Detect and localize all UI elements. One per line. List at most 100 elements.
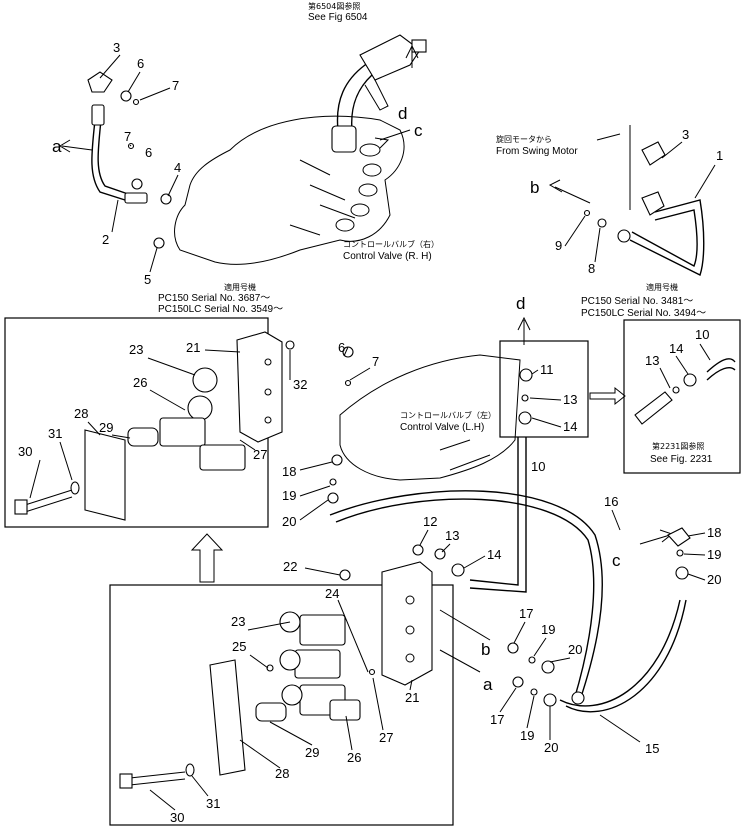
callout-8: 8 [588, 261, 595, 276]
callout-3: 3 [682, 127, 689, 142]
callout-6: 6 [137, 56, 144, 71]
control-valve-lh [327, 346, 521, 504]
callout-31: 31 [206, 796, 220, 811]
callout-16: 16 [604, 494, 618, 509]
note-cv-lh-en: Control Valve (L.H) [400, 422, 484, 433]
hoses-15-16 [329, 490, 691, 713]
callout-23: 23 [129, 342, 143, 357]
callout-4: 4 [174, 160, 181, 175]
detail-box-new [109, 584, 454, 826]
note-swing-en: From Swing Motor [496, 146, 578, 157]
callout-25: 25 [232, 639, 246, 654]
callout-10: 10 [695, 327, 709, 342]
note-serial-left-jp: 適用号機 [224, 282, 256, 292]
valve-block-old [14, 331, 295, 521]
callout-26: 26 [347, 750, 361, 765]
callout-5: 5 [144, 272, 151, 287]
callout-17: 17 [519, 606, 533, 621]
callout-19: 19 [520, 728, 534, 743]
note-serial-left-2: PC150LC Serial No. 3549～ [158, 304, 283, 315]
part-callouts: 3 6 7 7 6 4 2 5 3 1 9 8 23 21 26 32 28 2… [18, 40, 723, 825]
fittings-new [634, 358, 736, 425]
callout-14: 14 [487, 547, 501, 562]
letter-c-lower: c [612, 551, 621, 570]
callout-27: 27 [253, 447, 267, 462]
callout-23: 23 [231, 614, 245, 629]
note-cv-rh-en: Control Valve (R. H) [343, 251, 432, 262]
callout-14: 14 [563, 419, 577, 434]
callout-20: 20 [282, 514, 296, 529]
callout-27: 27 [379, 730, 393, 745]
callout-24: 24 [325, 586, 339, 601]
callout-17: 17 [490, 712, 504, 727]
callout-19: 19 [541, 622, 555, 637]
letter-d-top: d [398, 104, 407, 123]
letter-b-lower: b [481, 640, 490, 659]
letter-b-right: b [530, 178, 539, 197]
note-fig2231-en: See Fig. 2231 [650, 454, 713, 465]
note-swing-jp: 旋回モータから [496, 134, 552, 144]
callout-7: 7 [372, 354, 379, 369]
callout-18: 18 [707, 525, 721, 540]
note-cv-rh-jp: コントロールバルブ（右） [343, 239, 439, 249]
callout-32: 32 [293, 377, 307, 392]
callout-11: 11 [540, 362, 554, 377]
callout-7: 7 [124, 129, 131, 144]
valve-block-new [119, 544, 557, 789]
callout-7: 7 [172, 78, 179, 93]
fittings-lh [469, 368, 533, 593]
callout-2: 2 [102, 232, 109, 247]
note-serial-right-2: PC150LC Serial No. 3494～ [581, 308, 706, 319]
callout-28: 28 [74, 406, 88, 421]
note-fig6504-jp: 第6504図参照 [308, 1, 360, 11]
letter-c-top: c [414, 121, 423, 140]
note-serial-right-1: PC150 Serial No. 3481～ [581, 296, 693, 307]
callout-19: 19 [707, 547, 721, 562]
callout-19: 19 [282, 488, 296, 503]
callout-30: 30 [170, 810, 184, 825]
callout-20: 20 [707, 572, 721, 587]
callout-13: 13 [563, 392, 577, 407]
callout-6: 6 [338, 340, 345, 355]
elbow-pipe-top [331, 34, 427, 153]
notes: 第6504図参照 See Fig 6504 旋回モータから From Swing… [158, 1, 713, 465]
callout-10: 10 [531, 459, 545, 474]
leader-lines [29, 54, 716, 811]
callout-22: 22 [283, 559, 297, 574]
callout-14: 14 [669, 341, 683, 356]
callout-9: 9 [555, 238, 562, 253]
note-serial-left-1: PC150 Serial No. 3687～ [158, 293, 270, 304]
callout-6: 6 [145, 145, 152, 160]
direction-arrows [59, 44, 674, 583]
callout-26: 26 [133, 375, 147, 390]
callout-28: 28 [275, 766, 289, 781]
callout-21: 21 [186, 340, 200, 355]
callout-1: 1 [716, 148, 723, 163]
callout-13: 13 [445, 528, 459, 543]
callout-29: 29 [99, 420, 113, 435]
direction-letters: a a b b c c d d [52, 104, 621, 694]
detail-box-lh-fitting [499, 340, 589, 438]
letter-a-left: a [52, 137, 62, 156]
callout-15: 15 [645, 741, 659, 756]
callout-31: 31 [48, 426, 62, 441]
callout-30: 30 [18, 444, 32, 459]
callout-12: 12 [423, 514, 437, 529]
callout-18: 18 [282, 464, 296, 479]
note-fig2231-jp: 第2231図参照 [652, 441, 704, 451]
callout-29: 29 [305, 745, 319, 760]
letter-d-mid: d [516, 294, 525, 313]
note-cv-lh-jp: コントロールバルブ（左） [400, 410, 496, 420]
letter-a-lower: a [483, 675, 493, 694]
callout-21: 21 [405, 690, 419, 705]
callout-13: 13 [645, 353, 659, 368]
callout-20: 20 [568, 642, 582, 657]
control-valve-rh [174, 115, 405, 265]
note-fig6504-en: See Fig 6504 [308, 12, 368, 23]
hose-2 [87, 71, 172, 249]
hose-1 [583, 125, 705, 276]
callout-3: 3 [113, 40, 120, 55]
callout-20: 20 [544, 740, 558, 755]
note-serial-right-jp: 適用号機 [646, 282, 678, 292]
